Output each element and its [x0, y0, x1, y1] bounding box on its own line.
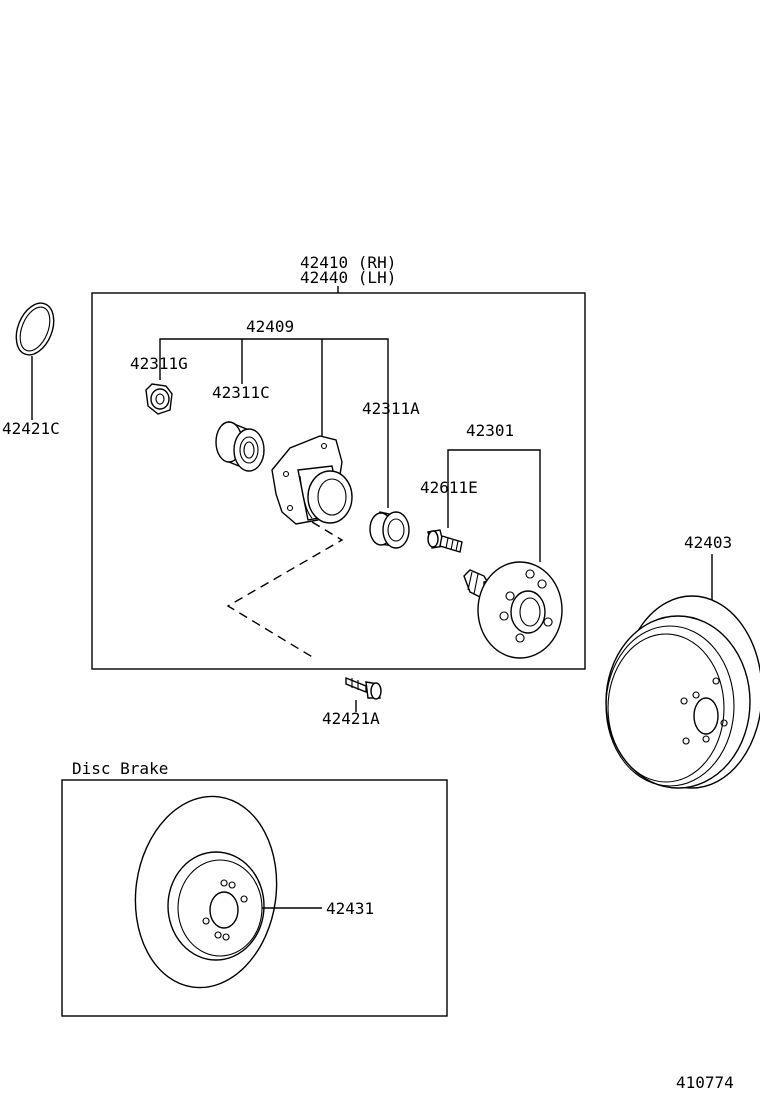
- label-assembly-rh[interactable]: 42410 (RH): [300, 253, 396, 272]
- disc-brake-frame: [61, 779, 448, 1017]
- label-assembly-lh[interactable]: 42440 (LH): [300, 268, 396, 287]
- label-bearing-kit[interactable]: 42409: [246, 317, 294, 336]
- label-outer-bearing[interactable]: 42311A: [362, 399, 420, 418]
- label-inner-bearing[interactable]: 42311C: [212, 383, 270, 402]
- label-brake-drum[interactable]: 42403: [684, 533, 732, 552]
- disc-rotor-part[interactable]: [123, 787, 288, 997]
- inner-bearing-part[interactable]: [215, 420, 265, 472]
- label-disc-rotor[interactable]: 42431: [326, 899, 374, 918]
- disc-section-title: Disc Brake: [72, 759, 168, 778]
- brake-drum-part[interactable]: [605, 595, 760, 789]
- bracket-bearing-kit: [159, 338, 389, 508]
- cap-part[interactable]: [145, 383, 173, 415]
- label-o-ring[interactable]: 42421C: [2, 419, 60, 438]
- assembly-frame: [91, 292, 586, 670]
- dashed-axis-line: [226, 521, 344, 659]
- axle-hub-part[interactable]: [463, 561, 563, 659]
- label-cap[interactable]: 42311G: [130, 354, 188, 373]
- hub-bolt-part[interactable]: [427, 529, 463, 553]
- mount-bolt-part[interactable]: [345, 676, 382, 700]
- axle-carrier-part[interactable]: [271, 435, 353, 525]
- bracket-hub: [447, 449, 541, 562]
- label-mount-bolt[interactable]: 42421A: [322, 709, 380, 728]
- diagram-number: 410774: [676, 1073, 734, 1092]
- label-hub-bolt[interactable]: 42611E: [420, 478, 478, 497]
- o-ring-part[interactable]: [9, 298, 61, 361]
- outer-bearing-part[interactable]: [369, 511, 410, 549]
- label-hub[interactable]: 42301: [466, 421, 514, 440]
